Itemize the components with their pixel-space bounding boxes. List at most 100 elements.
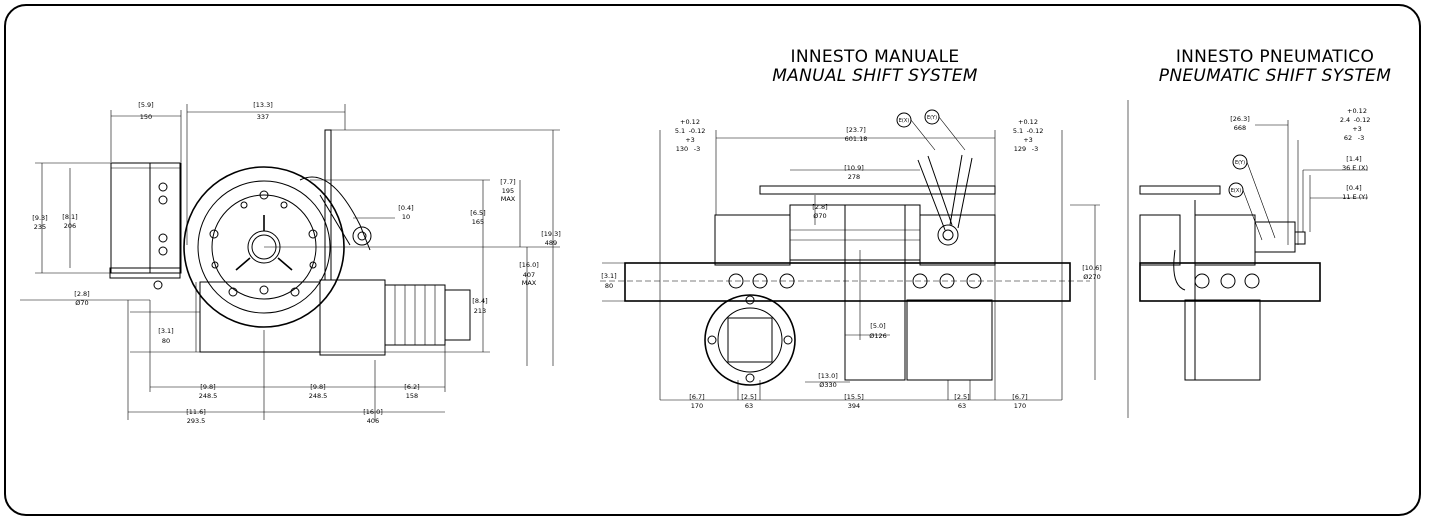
- dim-15-5: [15.5]: [844, 393, 864, 401]
- manual-base-rail: [624, 262, 1071, 302]
- dim-5-9: [5.9]: [138, 101, 153, 109]
- tol-left-base: 5.1: [675, 127, 685, 135]
- ey-label-2: E(Y): [1235, 160, 1245, 166]
- manual-heading-english: MANUAL SHIFT SYSTEM: [772, 66, 978, 86]
- tol-pneu-p3: +3: [1352, 125, 1362, 133]
- dim-13-3: [13.3]: [253, 101, 273, 109]
- pneumatic-shift-view: [26.3] 668 +0.12 2.4 -0.12 +3 62 -3 [1.4…: [1139, 107, 1371, 381]
- tol-left-plus: +0.12: [680, 118, 700, 126]
- dim-max-2: MAX: [522, 279, 537, 287]
- ex-label-1: E(X): [899, 118, 910, 124]
- dim-407: 407: [523, 271, 535, 279]
- dim-80-b: 80: [605, 282, 613, 290]
- dim-5-0: [5.0]: [870, 322, 885, 330]
- dim-3-1-b: [3.1]: [601, 272, 616, 280]
- dim-337: 337: [257, 113, 269, 121]
- dim-0-4-b: [0.4]: [1346, 184, 1361, 192]
- dim-9-3: [9.3]: [32, 214, 47, 222]
- tol-right-p3: +3: [1023, 136, 1033, 144]
- dim-668: 668: [1234, 124, 1246, 132]
- dim-3-1-a: [3.1]: [158, 327, 173, 335]
- dim-158: 158: [406, 392, 418, 400]
- dim-11-ey: 11 E (Y): [1342, 193, 1368, 201]
- dim-23-7: [23.7]: [846, 126, 866, 134]
- dim-11-6: [11.6]: [186, 408, 206, 416]
- tol-left-minus: -0.12: [689, 127, 706, 135]
- dim-9-8-b: [9.8]: [310, 383, 325, 391]
- dim-6-5: [6.5]: [470, 209, 485, 217]
- tol-left-m3: -3: [694, 145, 700, 153]
- dim-7-7: [7.7]: [500, 178, 515, 186]
- drawing-frame: [4, 4, 1421, 516]
- side-view: [5.9] 150 [13.3] 337 [9.3] 235 [8.1] 206…: [20, 101, 561, 425]
- pneumatic-heading-english: PNEUMATIC SHIFT SYSTEM: [1158, 66, 1392, 86]
- dim-293-5: 293.5: [187, 417, 206, 425]
- dim-10: 10: [402, 213, 410, 221]
- dim-phi330: Ø330: [819, 381, 837, 389]
- dim-213: 213: [474, 307, 486, 315]
- tol-pneu-val: 62: [1344, 134, 1352, 142]
- dim-0-4: [0.4]: [398, 204, 413, 212]
- dim-2-5-a: [2.5]: [741, 393, 756, 401]
- tol-right-base: 5.1: [1013, 127, 1023, 135]
- dim-2-8-b: [2.8]: [812, 203, 827, 211]
- dim-phi126: Ø126: [869, 332, 887, 340]
- dim-phi70-a: Ø70: [75, 299, 88, 307]
- dim-2-8-a: [2.8]: [74, 290, 89, 298]
- tol-pneu-m3: -3: [1358, 134, 1364, 142]
- dim-8-1: [8.1]: [62, 213, 77, 221]
- tol-left-p3: +3: [685, 136, 695, 144]
- dim-248-5-b: 248.5: [309, 392, 328, 400]
- dim-10-6: [10.6]: [1082, 264, 1102, 272]
- dim-80-a: 80: [162, 337, 170, 345]
- dim-165: 165: [472, 218, 484, 226]
- manual-shift-heading: INNESTO MANUALE MANUAL SHIFT SYSTEM: [740, 48, 1010, 86]
- ey-label-1: E(Y): [927, 115, 937, 121]
- dim-1-4: [1.4]: [1346, 155, 1361, 163]
- dim-6-2: [6.2]: [404, 383, 419, 391]
- tol-pneu-base: 2.4: [1340, 116, 1350, 124]
- tol-right-val: 129: [1014, 145, 1026, 153]
- dim-195: 195: [502, 187, 514, 195]
- dim-278: 278: [848, 173, 860, 181]
- dim-6-7-a: [6.7]: [689, 393, 704, 401]
- manual-gearbox-flange: [704, 294, 796, 386]
- dim-63-b: 63: [958, 402, 966, 410]
- dim-19-3: [19.3]: [541, 230, 561, 238]
- tol-right-minus: -0.12: [1027, 127, 1044, 135]
- dim-150: 150: [140, 113, 152, 121]
- manual-shift-view: +0.12 5.1 -0.12 +3 130 -3 [23.7] 601.18 …: [600, 109, 1102, 410]
- dim-phi70-b: Ø70: [813, 212, 826, 220]
- dim-16-0-b: [16.0]: [363, 408, 383, 416]
- dim-10-9: [10.9]: [844, 164, 864, 172]
- pneumatic-heading-italian: INNESTO PNEUMATICO: [1175, 47, 1375, 67]
- side-housing-box: [110, 162, 182, 274]
- tol-left-val: 130: [676, 145, 688, 153]
- dim-206: 206: [64, 222, 76, 230]
- pneumatic-shift-heading: INNESTO PNEUMATICO PNEUMATIC SHIFT SYSTE…: [1140, 48, 1410, 86]
- pneumatic-base-rail: [1139, 262, 1321, 302]
- tol-pneu-plus: +0.12: [1347, 107, 1367, 115]
- dim-9-8-a: [9.8]: [200, 383, 215, 391]
- dim-601-18: 601.18: [845, 135, 868, 143]
- dim-26-3: [26.3]: [1230, 115, 1250, 123]
- tol-right-m3: -3: [1032, 145, 1038, 153]
- dim-394: 394: [848, 402, 860, 410]
- manual-heading-italian: INNESTO MANUALE: [790, 47, 960, 67]
- dim-36-ex: 36 E (X): [1342, 164, 1368, 172]
- dim-6-7-b: [6.7]: [1012, 393, 1027, 401]
- dim-170-a: 170: [691, 402, 703, 410]
- dim-63-a: 63: [745, 402, 753, 410]
- tol-right-plus: +0.12: [1018, 118, 1038, 126]
- dim-235: 235: [34, 223, 46, 231]
- dim-16-0-a: [16.0]: [519, 261, 539, 269]
- dim-max-1: MAX: [501, 195, 516, 203]
- dim-248-5-a: 248.5: [199, 392, 218, 400]
- dim-406: 406: [367, 417, 379, 425]
- dim-phi270: Ø270: [1083, 273, 1101, 281]
- tol-pneu-minus: -0.12: [1354, 116, 1371, 124]
- dim-489: 489: [545, 239, 557, 247]
- ex-label-2: E(X): [1231, 188, 1242, 194]
- dim-13-0: [13.0]: [818, 372, 838, 380]
